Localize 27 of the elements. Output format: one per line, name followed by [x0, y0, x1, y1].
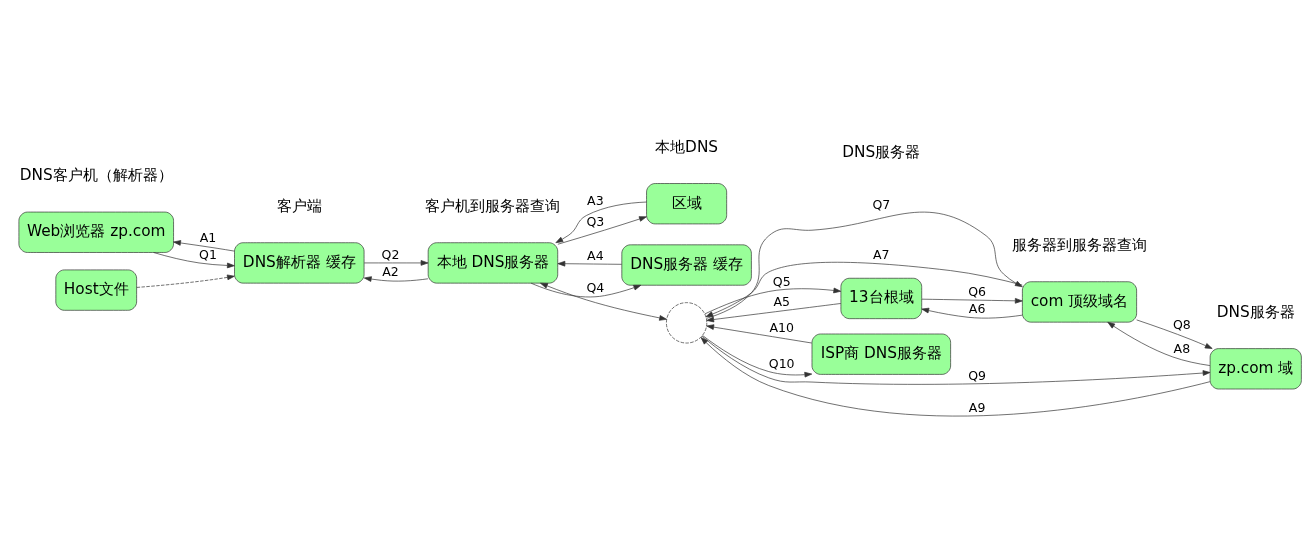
edge-label: A5	[773, 293, 790, 309]
edge-label: A10	[769, 320, 794, 336]
edge-label: A4	[587, 248, 604, 264]
edge-label: A3	[587, 192, 604, 208]
edge-label: A6	[968, 301, 986, 317]
edge-label: Q2	[381, 247, 400, 263]
edge-label: A2	[382, 264, 399, 280]
label: DNS客户机（解析器）	[19, 166, 173, 185]
edge-label: Q9	[968, 367, 987, 383]
edge-label: Q6	[968, 283, 987, 299]
label: DNS服务器	[842, 143, 921, 162]
edge-label: A9	[968, 399, 986, 415]
edge-label: A7	[873, 247, 890, 263]
edge-label: Q5	[772, 273, 791, 289]
label: 客户端	[276, 197, 322, 216]
edge-label: A8	[1173, 341, 1191, 357]
edge-label: Q3	[586, 214, 605, 230]
edge-label: Q10	[768, 355, 795, 371]
edge-label: Q4	[586, 279, 605, 295]
label: 客户机到服务器查询	[425, 197, 561, 216]
edge-label: Q8	[1172, 316, 1191, 332]
label: 服务器到服务器查询	[1012, 236, 1147, 255]
edge-label: A1	[199, 230, 217, 246]
edge-label: Q1	[199, 247, 217, 263]
edge-label: Q7	[872, 196, 891, 212]
label: 本地DNS	[655, 137, 719, 156]
label: DNS服务器	[1216, 302, 1295, 321]
